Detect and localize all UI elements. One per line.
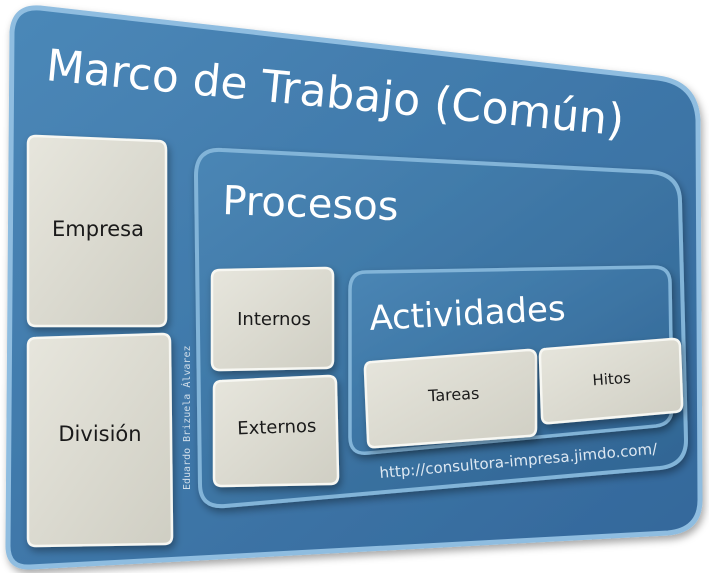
box-empresa-label: Empresa — [52, 217, 144, 241]
left-boxes: Empresa División — [26, 134, 174, 548]
box-internos — [210, 266, 335, 372]
procesos-title: Procesos — [222, 178, 400, 230]
box-externos — [212, 374, 340, 488]
box-externos-label: Externos — [237, 416, 317, 440]
box-hitos — [538, 337, 684, 425]
box-tareas — [363, 348, 538, 449]
box-hitos-label: Hitos — [592, 369, 632, 390]
box-internos-label: Internos — [237, 309, 311, 330]
author-credit: Eduardo Brizuela Álvarez — [180, 346, 193, 491]
box-division-label: División — [58, 422, 141, 446]
box-tareas-label: Tareas — [427, 384, 480, 406]
box-division — [26, 332, 174, 548]
box-empresa — [26, 134, 168, 328]
